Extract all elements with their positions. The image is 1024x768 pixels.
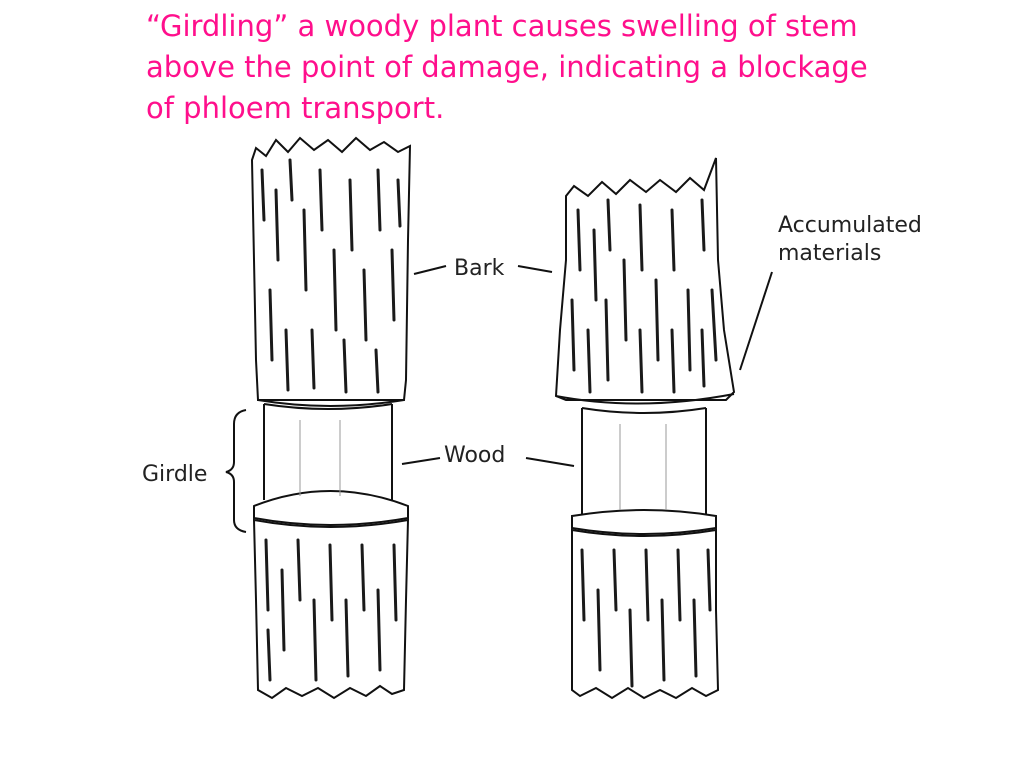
title-line-3: of phloem transport.: [146, 91, 445, 125]
accumulated-label-line-1: Accumulated: [778, 213, 922, 238]
right-girdle-ring: [571, 509, 717, 535]
wood-leader-right: [525, 457, 575, 467]
bark-leader-right: [517, 265, 553, 273]
slide-title: “Girdling” a woody plant causes swelling…: [146, 6, 986, 129]
girdle-label: Girdle: [142, 462, 207, 487]
left-stem: [250, 136, 412, 700]
right-upper-bark-edge: [555, 393, 735, 405]
left-wood-grain: [299, 420, 341, 496]
wood-leader-left: [401, 457, 441, 465]
wood-label: Wood: [444, 443, 505, 468]
girdle-brace: [225, 409, 247, 533]
left-upper-bark: [250, 136, 412, 401]
title-line-2: above the point of damage, indicating a …: [146, 50, 868, 84]
right-wood: [581, 408, 707, 514]
bark-leader-left: [413, 265, 447, 275]
right-upper-bark: [554, 157, 736, 401]
left-lower-bark: [252, 518, 410, 700]
right-bark-grain: [570, 198, 718, 688]
left-upper-bark-edge: [257, 399, 405, 407]
right-wood-top-edge: [581, 407, 707, 414]
bark-label: Bark: [454, 256, 505, 281]
title-line-1: “Girdling” a woody plant causes swelling…: [146, 9, 858, 43]
left-wood-top-edge: [263, 403, 393, 410]
right-wood-grain: [619, 424, 667, 510]
leader-lines: [225, 265, 773, 533]
accumulated-leader: [739, 271, 773, 371]
right-lower-bark: [571, 528, 720, 700]
left-girdle-ring: [253, 490, 409, 526]
right-stem: [554, 157, 736, 700]
accumulated-label-line-2: materials: [778, 241, 881, 266]
left-bark-grain: [260, 158, 402, 682]
left-wood: [263, 404, 393, 500]
